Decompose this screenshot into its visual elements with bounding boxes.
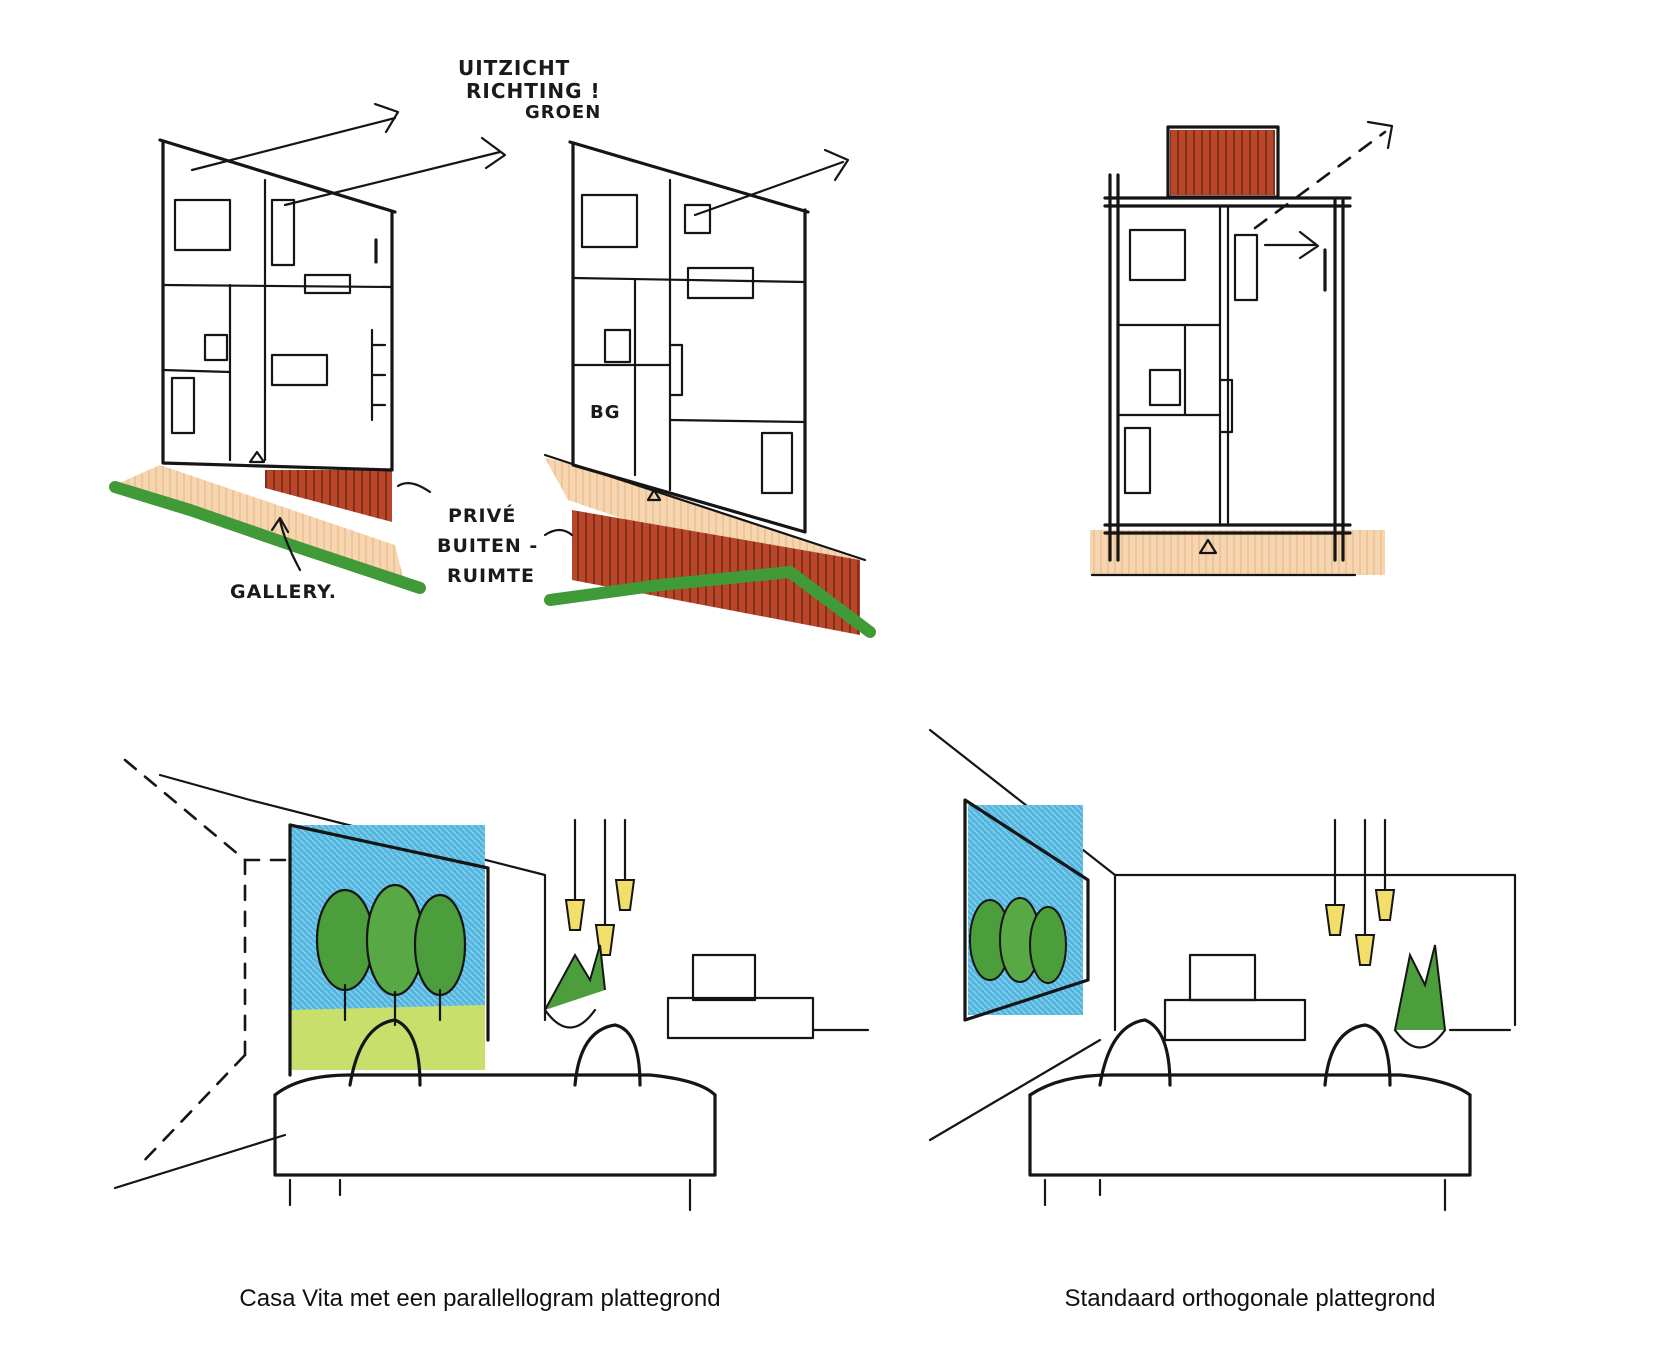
balcony — [1170, 130, 1275, 195]
sofa-right — [1028, 1018, 1472, 1212]
gallery-label: GALLERY. — [230, 581, 337, 603]
parallelogram-plan-right — [543, 140, 876, 638]
private-outdoor-label-line3: RUIMTE — [447, 565, 535, 587]
plant-left — [543, 944, 606, 1029]
pendant-lamps-left — [564, 818, 636, 956]
view-annotation-line1: UITZICHT — [458, 56, 570, 80]
plant-right — [1393, 944, 1447, 1049]
entrance-ground — [1090, 530, 1385, 575]
interior-parallelogram — [113, 758, 870, 1212]
trees-right — [969, 897, 1067, 984]
private-outdoor-space-left — [265, 470, 392, 522]
caption-parallelogram-plan: Casa Vita met een parallellogram platteg… — [239, 1285, 721, 1312]
parallelogram-plan-left — [109, 102, 507, 594]
view-annotation-line2: RICHTING ! — [466, 79, 601, 103]
ground-floor-label: BG — [590, 402, 621, 423]
private-outdoor-label-line1: PRIVÉ — [448, 504, 516, 527]
trees-left — [315, 883, 467, 1027]
private-outdoor-label-line2: BUITEN - — [437, 535, 538, 557]
orthogonal-plan — [1090, 120, 1394, 577]
sofa-left — [273, 1018, 717, 1212]
private-outdoor-space-right — [572, 510, 860, 635]
interior-orthogonal — [928, 728, 1517, 1212]
grass-strip — [109, 481, 426, 594]
caption-orthogonal-plan: Standaard orthogonale plattegrond — [1064, 1285, 1436, 1312]
view-annotation-line3: GROEN — [525, 102, 601, 123]
pendant-lamps-right — [1324, 818, 1396, 966]
